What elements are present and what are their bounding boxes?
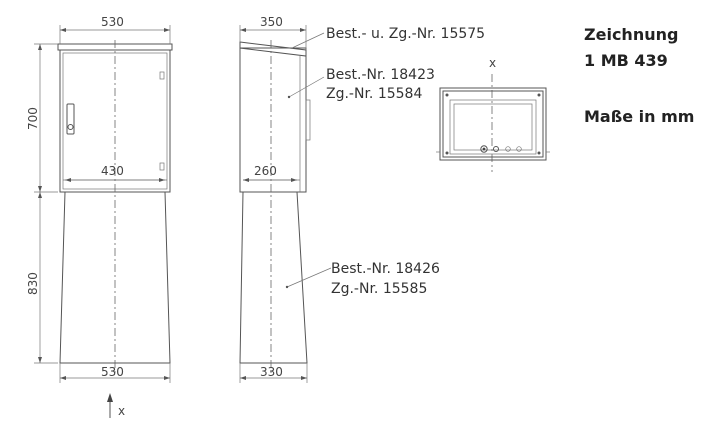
label-cabinet-zg: Zg.-Nr. 15584 xyxy=(326,86,422,102)
top-view-gland-plate xyxy=(453,103,533,151)
drawing-number: 1 MB 439 xyxy=(584,51,668,70)
dim-cabinet-depth: 350 xyxy=(260,15,283,29)
side-roof xyxy=(239,41,307,57)
dim-base-top-depth: 260 xyxy=(254,164,277,178)
drawing-title: Zeichnung xyxy=(584,25,678,44)
dim-base-bottom-depth: 330 xyxy=(260,365,283,379)
top-view-inner xyxy=(442,90,544,158)
side-base xyxy=(239,191,308,364)
door-handle-icon xyxy=(66,103,75,135)
front-view: 530 430 530 700 830 x xyxy=(26,15,173,418)
mount-hole-icon xyxy=(537,151,541,155)
leader-base xyxy=(286,267,332,288)
hinge-bottom-icon xyxy=(159,162,165,171)
cable-entry-icon xyxy=(493,146,499,152)
leader-roof xyxy=(291,32,325,49)
label-roof: Best.- u. Zg.-Nr. 15575 xyxy=(326,26,485,42)
cable-entry-icon xyxy=(516,146,522,152)
mount-hole-icon xyxy=(537,93,541,97)
top-view-outline xyxy=(439,87,547,161)
dim-base-bottom-width: 530 xyxy=(101,365,124,379)
dim-cabinet-width: 530 xyxy=(101,15,124,29)
label-cabinet-best: Best.-Nr. 18423 xyxy=(326,67,435,83)
lock-icon xyxy=(67,124,74,130)
side-view: 350 260 330 Best.- u. Zg.-Nr. 15575 Best… xyxy=(239,15,485,383)
top-view: x xyxy=(436,56,550,172)
mount-hole-icon xyxy=(445,93,449,97)
front-view-marker: x xyxy=(118,404,125,418)
view-arrow-icon xyxy=(107,393,113,402)
cable-entry-icon xyxy=(480,145,488,153)
dim-cabinet-height: 700 xyxy=(26,107,40,130)
cable-entry-icon xyxy=(505,146,511,152)
dim-base-height: 830 xyxy=(26,272,40,295)
label-base-zg: Zg.-Nr. 15585 xyxy=(331,281,427,297)
mount-hole-icon xyxy=(445,151,449,155)
top-view-marker: x xyxy=(489,56,496,70)
dim-base-top-width: 430 xyxy=(101,164,124,178)
top-view-opening xyxy=(449,99,537,155)
hinge-top-icon xyxy=(159,71,165,80)
units-note: Maße in mm xyxy=(584,107,694,126)
side-handle xyxy=(305,99,311,141)
label-base-best: Best.-Nr. 18426 xyxy=(331,261,440,277)
leader-cabinet xyxy=(288,76,325,98)
